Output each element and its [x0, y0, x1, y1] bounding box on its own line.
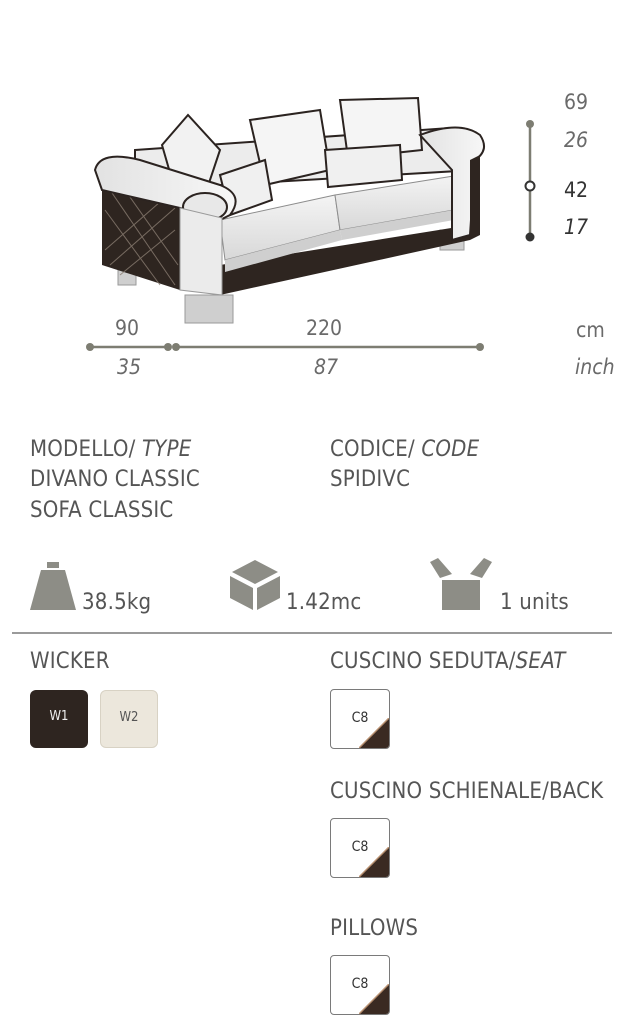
weight-icon: [30, 562, 76, 610]
code-heading: CODICE/ CODE: [330, 435, 479, 465]
wicker-title: WICKER: [30, 649, 110, 674]
height-dimension-line: [524, 120, 536, 242]
seat-cushion-label-en: SEAT: [515, 649, 566, 674]
wicker-swatch-w2[interactable]: W2: [100, 690, 158, 748]
depth-cm: 90: [115, 316, 140, 340]
height-seat-cm: 42: [564, 178, 589, 202]
model-name-it: DIVANO CLASSIC: [30, 467, 200, 492]
volume-value: 1.42mc: [286, 590, 362, 615]
back-cushion-code: C8: [351, 839, 369, 855]
pillows-code: C8: [351, 976, 369, 992]
width-inch: 87: [314, 355, 339, 379]
section-divider: [12, 632, 612, 634]
width-cm: 220: [306, 316, 343, 340]
piping-corner-icon: [359, 718, 389, 748]
code-label: CODICE/: [330, 437, 415, 462]
unit-cm: cm: [576, 318, 605, 342]
wicker-swatch-w1[interactable]: W1: [30, 690, 88, 748]
code-label-en: CODE: [421, 437, 480, 462]
model-label-en: TYPE: [142, 437, 192, 462]
back-cushion-title: CUSCINO SCHIENALE/BACK: [330, 779, 604, 804]
seat-cushion-swatch[interactable]: C8: [330, 689, 390, 749]
seat-cushion-title: CUSCINO SEDUTA/SEAT: [330, 647, 566, 677]
seat-cushion-code: C8: [351, 710, 369, 726]
model-heading: MODELLO/ TYPE: [30, 435, 191, 465]
units-package-icon: [430, 558, 492, 610]
pillows-swatch[interactable]: C8: [330, 955, 390, 1015]
volume-cube-icon: [230, 560, 280, 610]
model-name-en: SOFA CLASSIC: [30, 498, 174, 523]
units-value: 1 units: [500, 590, 569, 615]
piping-corner-icon: [359, 984, 389, 1014]
width-dimension-line: [86, 343, 484, 351]
sofa-illustration: [93, 96, 485, 324]
height-seat-inch: 17: [564, 215, 589, 239]
unit-inch: inch: [575, 355, 615, 379]
height-total-inch: 26: [564, 128, 589, 152]
depth-inch: 35: [117, 355, 142, 379]
model-label: MODELLO/: [30, 437, 136, 462]
piping-corner-icon: [359, 847, 389, 877]
wicker-swatch-w1-label: W1: [49, 709, 69, 724]
height-total-cm: 69: [564, 90, 589, 114]
seat-cushion-label: CUSCINO SEDUTA/: [330, 649, 516, 674]
wicker-swatch-w2-label: W2: [119, 710, 139, 725]
weight-value: 38.5kg: [82, 590, 152, 615]
pillows-title: PILLOWS: [330, 916, 419, 941]
back-cushion-swatch[interactable]: C8: [330, 818, 390, 878]
code-value: SPIDIVC: [330, 467, 411, 492]
